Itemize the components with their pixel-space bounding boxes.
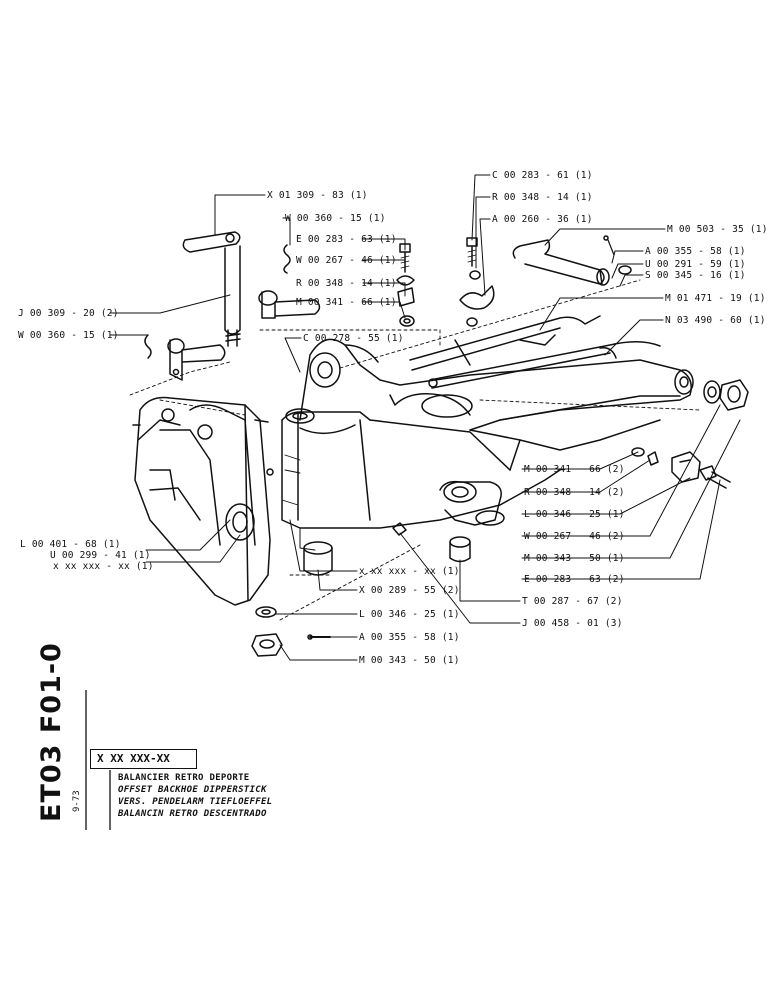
title-spanish: BALANCIN RETRO DESCENTRADO (118, 809, 267, 819)
pin-a-00-355-58-bottom (307, 634, 331, 640)
nut-m-00-341-66 (399, 315, 415, 327)
bushing-t-00-287-67 (449, 536, 471, 563)
nipple-j-00-458-01 (392, 522, 407, 536)
part-label-c-00-278-55: C 00 278 - 55 (1) (303, 333, 404, 344)
part-label-m-00-343-50: M 00 343 - 50 (1) (524, 553, 625, 564)
code-box: X XX XXX-XX (90, 749, 197, 769)
part-label-x-xx-xxx-xx-b: x xx xxx - xx (1) (359, 566, 460, 577)
top-right-pin (512, 235, 632, 286)
part-label-m-00-343-50-b: M 00 343 - 50 (1) (359, 655, 460, 666)
left-mounting-bracket (132, 396, 274, 606)
part-label-a-00-260-36: A 00 260 - 36 (1) (492, 214, 593, 225)
clamp-block-right (671, 451, 701, 483)
part-label-m-00-503-35: M 00 503 - 35 (1) (667, 224, 768, 235)
part-label-m-00-341-66: M 00 341 - 66 (1) (296, 297, 397, 308)
nut-m-00-341-66-right (631, 447, 645, 457)
dipperstick-body (281, 338, 694, 551)
part-label-m-00-341-66-b: M 00 341 - 66 (2) (524, 464, 625, 475)
part-label-j-00-458-01: J 00 458 - 01 (3) (522, 618, 623, 629)
part-label-e-00-283-63: E 00 283 - 63 (1) (296, 234, 397, 245)
washer-l-00-346-25-bottom (255, 606, 277, 618)
part-label-n-03-490-60: N 03 490 - 60 (1) (665, 315, 766, 326)
part-label-r-00-348-14: R 00 348 - 14 (1) (296, 278, 397, 289)
pin-hook-upper (283, 244, 291, 274)
lower-pin-with-plate (167, 338, 226, 381)
upper-short-pin (258, 290, 321, 319)
reference-number: ET03 F01-0 (36, 642, 67, 822)
part-label-t-00-287-67: T 00 287 - 67 (2) (522, 596, 623, 607)
part-label-x-xx-xxx-xx-a: x xx xxx - xx (1) (53, 561, 154, 572)
part-label-u-00-291-59: U 00 291 - 59 (1) (645, 259, 746, 270)
part-label-r-00-348-14-b: R 00 348 - 14 (1) (492, 192, 593, 203)
bolt-e-00-283-63 (399, 243, 411, 273)
reference-date: 9-73 (72, 790, 82, 812)
clip-r-00-348-14 (397, 287, 415, 307)
part-label-l-00-401-68: L 00 401 - 68 (1) (20, 539, 121, 550)
part-label-u-00-299-41: U 00 299 - 41 (1) (50, 550, 151, 561)
bolt-c-00-283-61 (466, 237, 478, 267)
washer-r-00-348-14-top (469, 270, 481, 280)
part-label-x-01-309-83: X 01 309 - 83 (1) (267, 190, 368, 201)
part-label-w-00-267-46-b: W 00 267 - 46 (2) (524, 531, 625, 542)
part-label-m-01-471-19: M 01 471 - 19 (1) (665, 293, 766, 304)
part-label-w-00-360-15-b: W 00 360 - 15 (1) (18, 330, 119, 341)
part-label-a-00-355-58-b: A 00 355 - 58 (1) (359, 632, 460, 643)
part-label-s-00-345-16: S 00 345 - 16 (1) (645, 270, 746, 281)
bushing-x-00-289-55 (303, 541, 333, 576)
part-label-w-00-360-15: W 00 360 - 15 (1) (285, 213, 386, 224)
title-german: VERS. PENDELARM TIEFLOEFFEL (118, 797, 273, 807)
part-label-r-00-348-14-c: R 00 348 - 14 (2) (524, 487, 625, 498)
title-english: OFFSET BACKHOE DIPPERSTICK (118, 785, 267, 795)
washer-small (466, 317, 478, 327)
part-label-w-00-267-46: W 00 267 - 46 (1) (296, 255, 397, 266)
part-label-a-00-355-58: A 00 355 - 58 (1) (645, 246, 746, 257)
castle-nut-right (719, 379, 749, 411)
castle-nut-m-00-343-50-bottom (251, 633, 283, 657)
title-french: BALANCIER RETRO DEPORTE (118, 773, 250, 783)
washer-w-00-267-46-right (703, 380, 721, 404)
hydraulic-lines (409, 315, 661, 389)
upper-pin-with-plate (182, 231, 241, 347)
part-label-x-00-289-55: X 00 289 - 55 (2) (359, 585, 460, 596)
bolt-e-00-283-63-right (699, 465, 731, 489)
leader-lines (109, 174, 741, 661)
part-label-c-00-283-61: C 00 283 - 61 (1) (492, 170, 593, 181)
code-value: X XX XXX-XX (97, 752, 170, 765)
part-label-e-00-283-63-b: E 00 283 - 63 (2) (524, 574, 625, 585)
lock-washer-top (396, 275, 415, 286)
part-label-l-00-346-25-b: L 00 346 - 25 (1) (359, 609, 460, 620)
part-label-j-00-309-20: J 00 309 - 20 (2) (18, 308, 119, 319)
pin-hook-lower (144, 334, 152, 359)
bracket-a-00-260-36 (459, 285, 495, 310)
clip-r-00-348-14-right (647, 451, 659, 466)
part-label-l-00-346-25: L 00 346 - 25 (1) (524, 509, 625, 520)
